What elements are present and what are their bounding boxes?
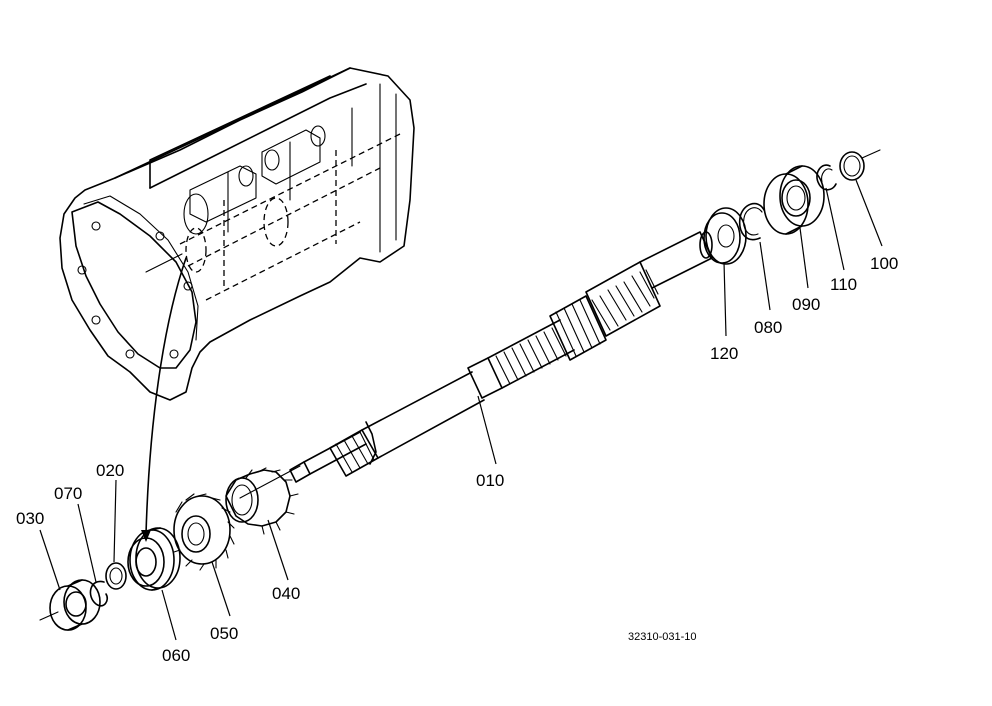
leader-lines [39,179,883,641]
washer-020 [105,562,127,590]
callout-080: 080 [754,318,782,337]
transmission-case [59,67,415,401]
callout-010: 010 [476,471,504,490]
circlip-070 [89,580,109,607]
callout-050: 050 [210,624,238,643]
callout-090: 090 [792,295,820,314]
circlip-100 [839,151,865,181]
callout-100: 100 [870,254,898,273]
bearing-090 [763,165,825,235]
callout-040: 040 [272,584,300,603]
shaft-010 [239,231,713,499]
callout-120: 120 [710,344,738,363]
gear-050 [173,493,235,571]
gear-040 [225,467,299,535]
shim-120 [703,207,747,265]
callout-070: 070 [54,484,82,503]
circlip-080 [738,202,765,241]
callout-060: 060 [162,646,190,665]
circlip-110 [816,164,837,191]
callout-110: 110 [830,275,857,294]
bearing-060 [127,527,181,591]
callout-020: 020 [96,461,124,480]
callout-030: 030 [16,509,44,528]
drawing-number: 32310-031-10 [628,631,697,643]
assembly-curve [145,257,187,535]
bearing-030 [39,579,101,631]
